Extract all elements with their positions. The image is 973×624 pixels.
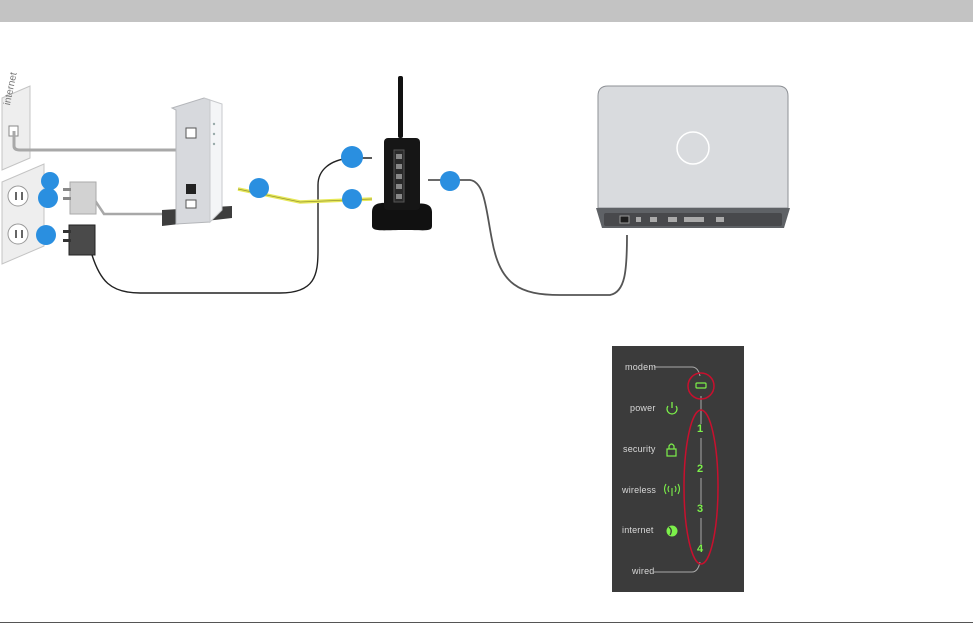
footer-rule [0, 622, 973, 623]
port-number-2: 2 [697, 463, 703, 475]
port-number-3: 3 [697, 503, 703, 515]
wired-label: wired [632, 566, 655, 576]
modem-label: modem [625, 362, 656, 372]
modem [162, 98, 232, 226]
led-front-panel: modem power security wireless internet w… [612, 346, 744, 592]
power-outlet [2, 164, 44, 264]
port-number-4: 4 [697, 543, 703, 555]
internet-cable [14, 131, 190, 150]
wireless-label: wireless [622, 485, 656, 495]
router-to-laptop-ethernet [428, 180, 627, 295]
globe-icon [667, 526, 678, 537]
wireless-router [372, 76, 432, 230]
modem-power-adapter [63, 182, 96, 214]
port-number-1: 1 [697, 423, 703, 435]
router-power-adapter [63, 225, 95, 255]
modem-led-highlight [688, 373, 714, 399]
power-label: power [630, 403, 656, 413]
router-power-cable [92, 158, 372, 293]
lock-icon [667, 444, 676, 456]
internet-label: internet [622, 525, 654, 535]
security-label: security [623, 444, 656, 454]
laptop [596, 86, 790, 228]
wireless-icon [665, 484, 680, 496]
power-icon [667, 402, 677, 414]
